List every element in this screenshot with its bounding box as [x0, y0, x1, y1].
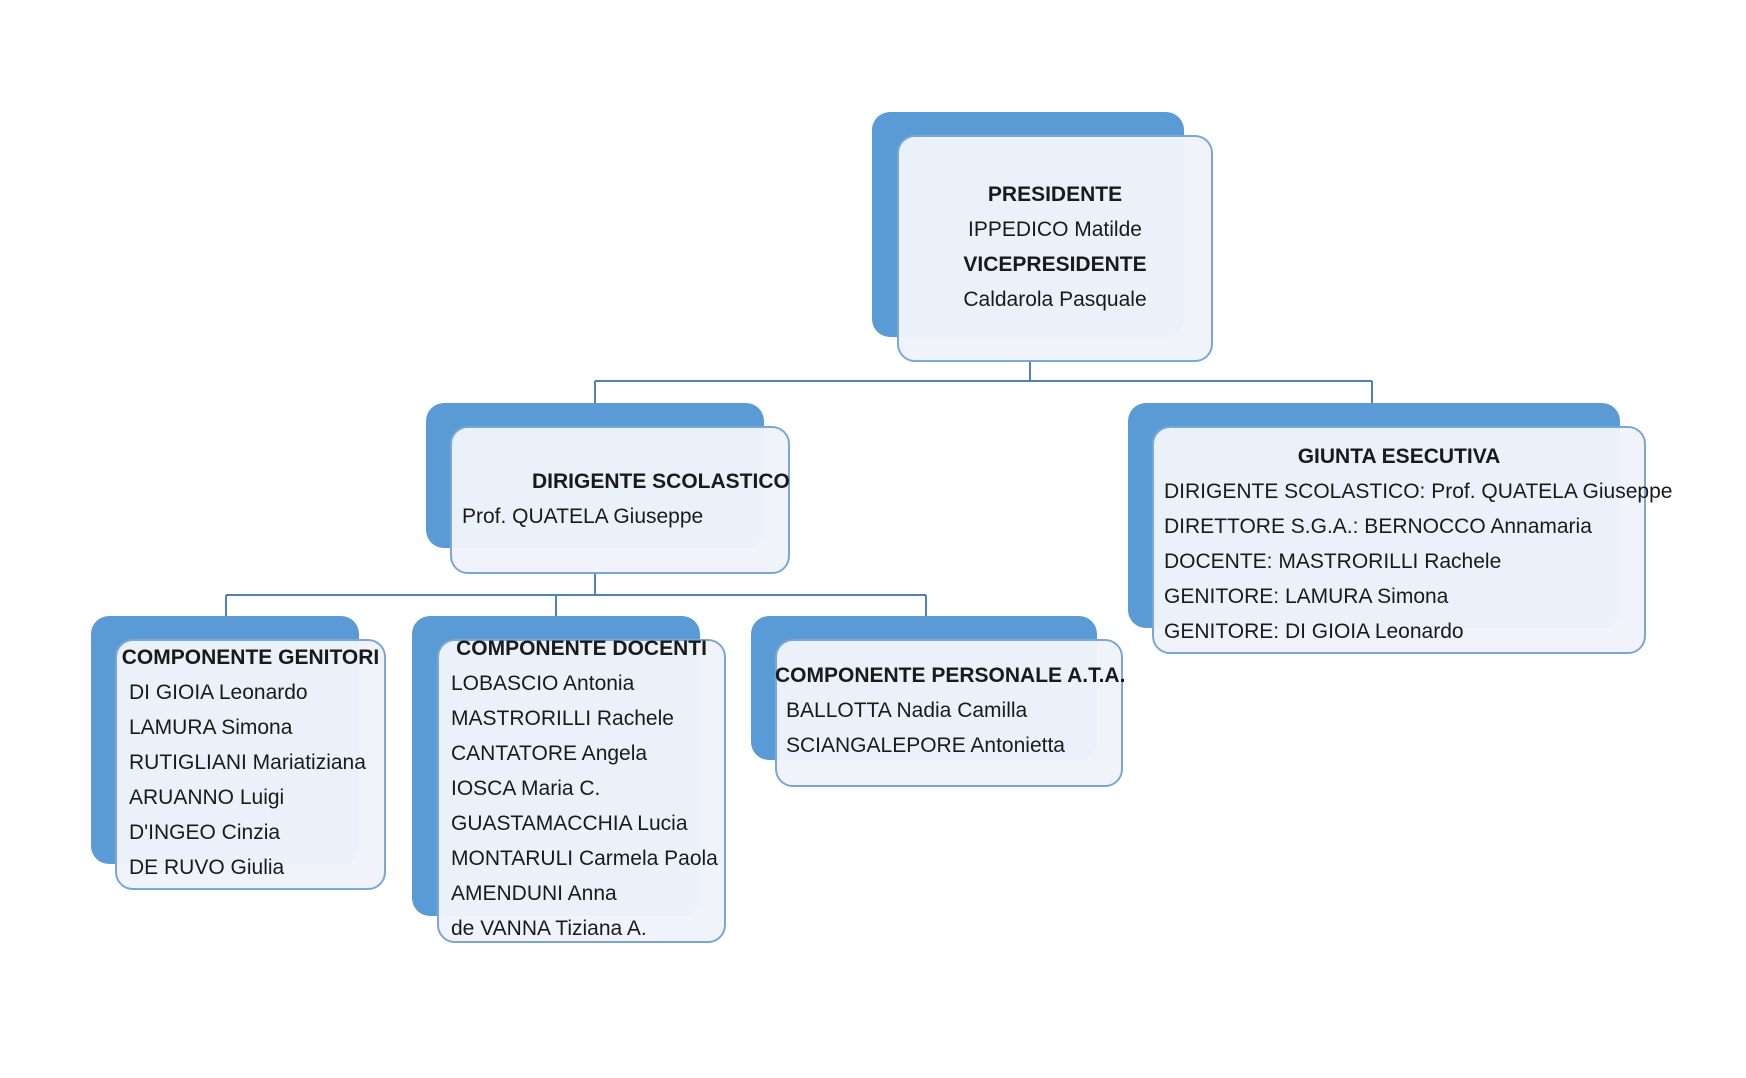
- genitori-member: RUTIGLIANI Mariatiziana: [129, 751, 366, 774]
- docenti-member: IOSCA Maria C.: [451, 777, 601, 800]
- vicepresident-title: VICEPRESIDENTE: [963, 253, 1147, 276]
- node-giunta-card: [1152, 426, 1646, 654]
- giunta-member: DIRIGENTE SCOLASTICO: Prof. QUATELA Gius…: [1164, 480, 1673, 503]
- vicepresident-name: Caldarola Pasquale: [963, 288, 1147, 311]
- genitori-member: DE RUVO Giulia: [129, 856, 285, 879]
- giunta-member: DOCENTE: MASTRORILLI Rachele: [1164, 550, 1502, 573]
- giunta-member: GENITORE: DI GIOIA Leonardo: [1164, 620, 1464, 643]
- docenti-title: COMPONENTE DOCENTI: [456, 637, 707, 660]
- ata-title: COMPONENTE PERSONALE A.T.A.: [775, 664, 1126, 687]
- node-ata-card: [775, 639, 1123, 787]
- dirigente-title: DIRIGENTE SCOLASTICO: [532, 470, 790, 493]
- president-title: PRESIDENTE: [987, 183, 1123, 206]
- giunta-member: GENITORE: LAMURA Simona: [1164, 585, 1449, 608]
- genitori-title: COMPONENTE GENITORI: [121, 646, 380, 669]
- docenti-member: AMENDUNI Anna: [451, 882, 617, 905]
- giunta-title: GIUNTA ESECUTIVA: [1297, 445, 1501, 468]
- ata-member: SCIANGALEPORE Antonietta: [786, 734, 1065, 757]
- giunta-member: DIRETTORE S.G.A.: BERNOCCO Annamaria: [1164, 515, 1592, 538]
- docenti-member: CANTATORE Angela: [451, 742, 648, 765]
- node-genitori-card: [115, 639, 386, 890]
- node-presidente-card: [897, 135, 1213, 362]
- docenti-member: LOBASCIO Antonia: [451, 672, 635, 695]
- docenti-member: GUASTAMACCHIA Lucia: [451, 812, 688, 835]
- docenti-member: de VANNA Tiziana A.: [451, 917, 647, 940]
- docenti-member: MONTARULI Carmela Paola: [451, 847, 718, 870]
- genitori-member: DI GIOIA Leonardo: [129, 681, 308, 704]
- node-docenti-card: [437, 639, 726, 943]
- node-dirigente-card: [450, 426, 790, 574]
- genitori-member: D'INGEO Cinzia: [129, 821, 281, 844]
- president-name: IPPEDICO Matilde: [968, 218, 1142, 241]
- ata-member: BALLOTTA Nadia Camilla: [786, 699, 1028, 722]
- connector-middle: [225, 573, 927, 616]
- docenti-member: MASTRORILLI Rachele: [451, 707, 674, 730]
- connector-top: [594, 362, 1373, 403]
- genitori-member: LAMURA Simona: [129, 716, 293, 739]
- genitori-member: ARUANNO Luigi: [129, 786, 285, 809]
- dirigente-name: Prof. QUATELA Giuseppe: [462, 505, 704, 528]
